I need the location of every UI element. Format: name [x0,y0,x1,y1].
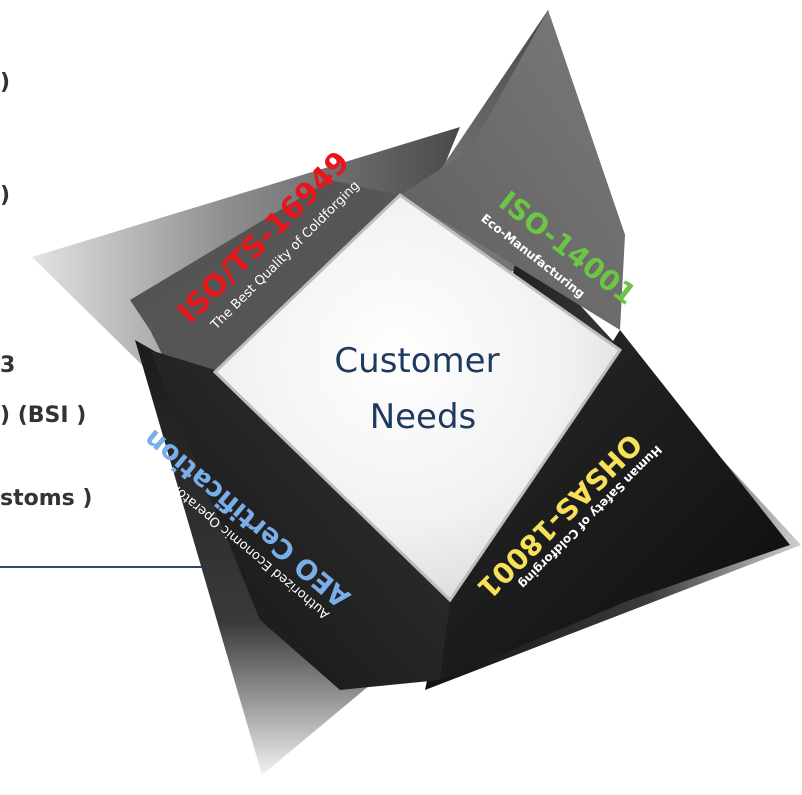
left-text-4: ) (BSI ) [0,403,87,428]
panel-iso-ts [130,180,400,345]
panel-iso-14001 [400,10,625,330]
panel-iso-ts-inner [150,195,400,380]
center-square [212,193,623,603]
left-text-1: ) [0,70,11,95]
panel-aeo [150,350,450,690]
left-text-5: stoms ) [0,486,93,511]
left-text-2: ) [0,183,11,208]
left-text-3: 3 [0,353,16,378]
underline-divider [0,566,278,568]
center-title-line1: Customer [334,341,499,381]
panel-ohsas [440,330,790,680]
center-title-line2: Needs [370,397,477,437]
